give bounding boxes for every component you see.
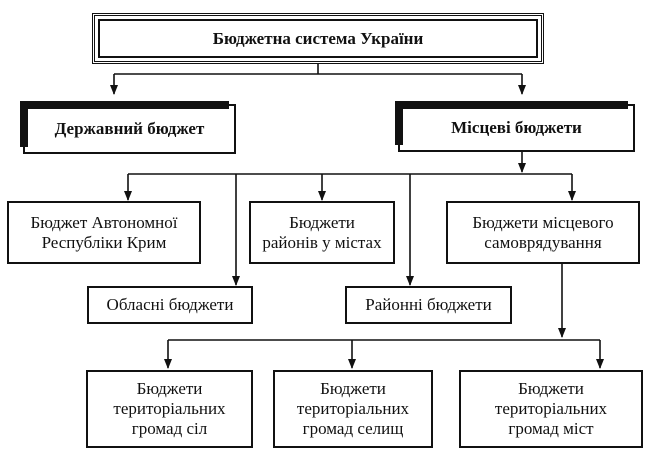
cities-budget-box: Бюджети територіальних громад міст: [459, 370, 643, 448]
self-government-budget-box: Бюджети місцевого самоврядування: [446, 201, 640, 264]
crimea-budget-box: Бюджет Автономної Республіки Крим: [7, 201, 201, 264]
settlements-budget-box: Бюджети територіальних громад селищ: [273, 370, 433, 448]
district-budget-box: Районні бюджети: [345, 286, 512, 324]
local-budgets-box: Місцеві бюджети: [395, 101, 635, 152]
oblast-budget-box: Обласні бюджети: [87, 286, 253, 324]
city-districts-budget-box: Бюджети районів у містах: [249, 201, 395, 264]
villages-budget-box: Бюджети територіальних громад сіл: [86, 370, 253, 448]
state-budget-box: Державний бюджет: [20, 101, 236, 154]
title-box: Бюджетна система України: [92, 13, 544, 64]
